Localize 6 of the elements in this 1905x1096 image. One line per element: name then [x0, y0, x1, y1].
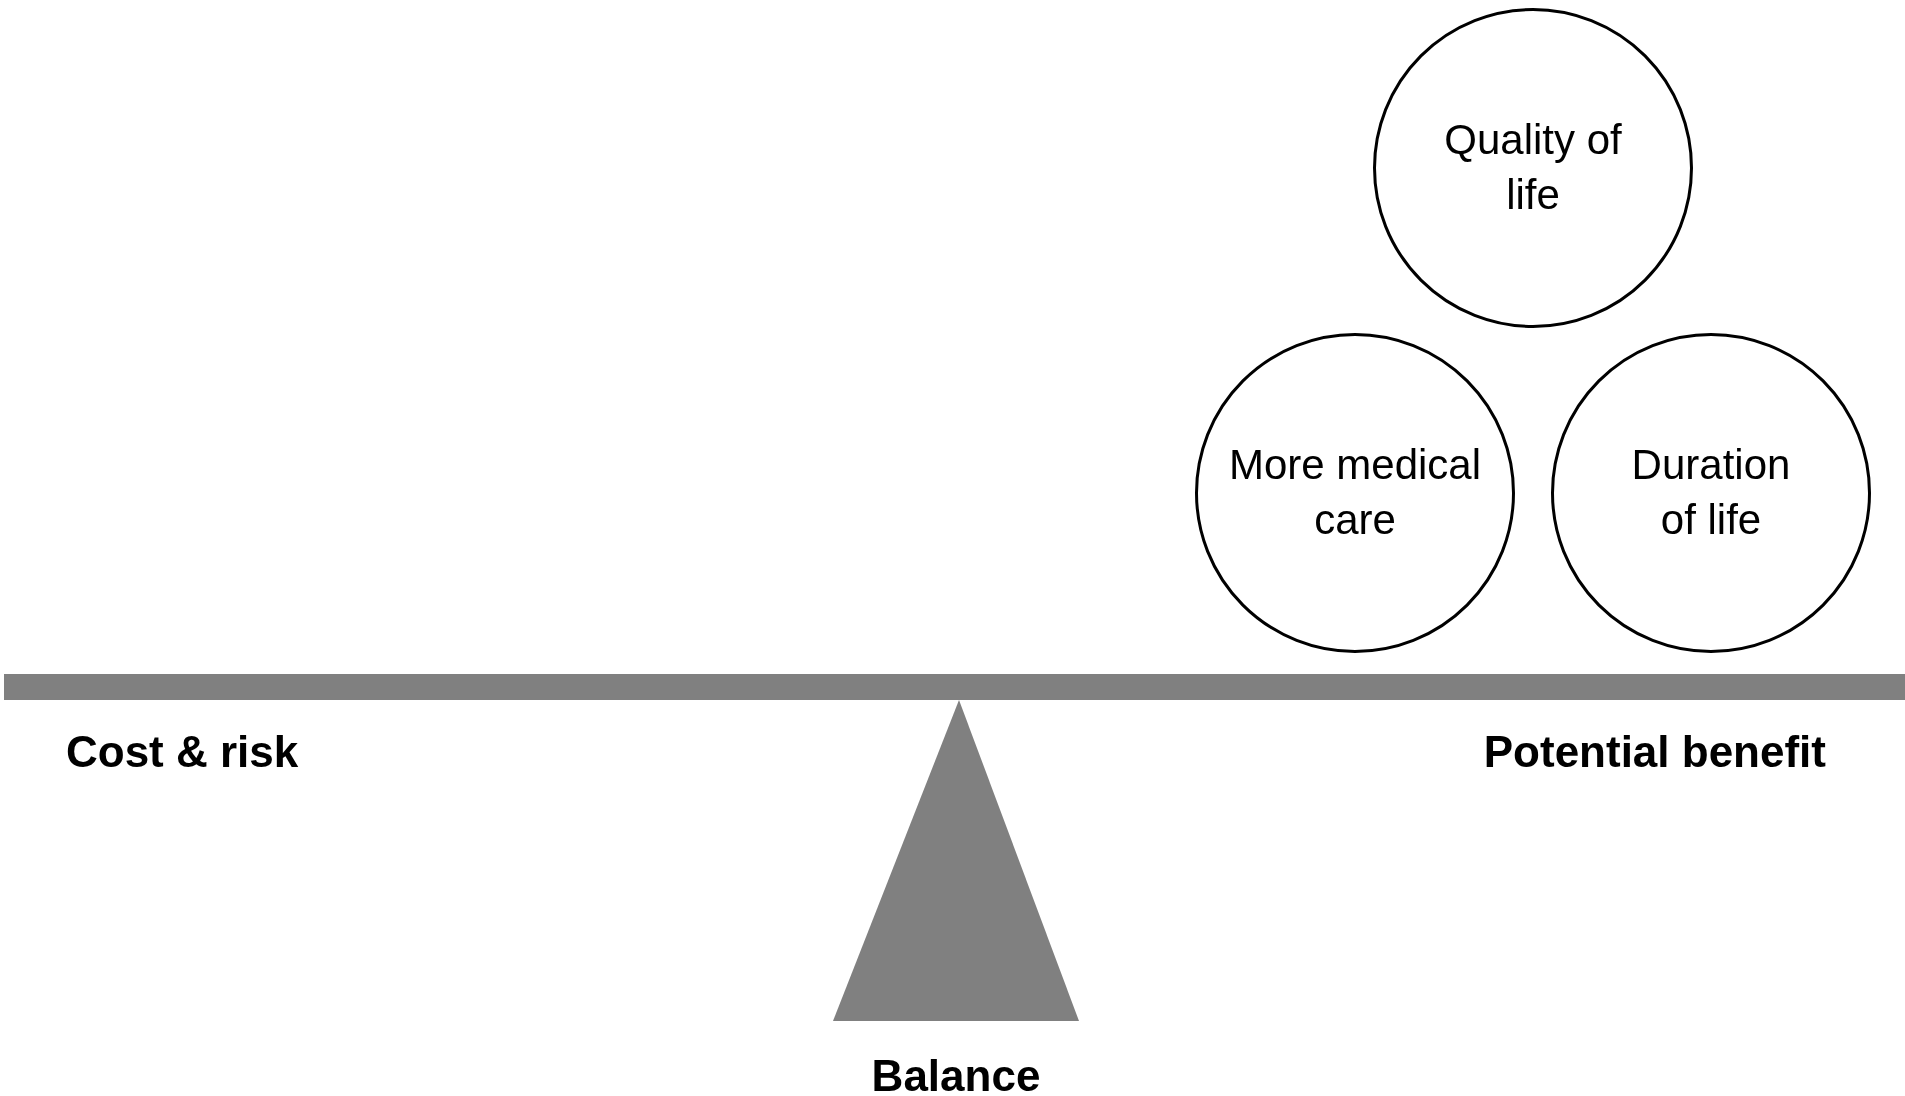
side-label: Cost & risk	[66, 727, 299, 777]
node-label: Duration of life	[1630, 440, 1792, 545]
side-label: Potential benefit	[1483, 727, 1826, 777]
node-label: Quality of life	[1443, 115, 1623, 220]
fulcrum-label: Balance	[871, 1051, 1041, 1096]
node-label: More medical care	[1227, 440, 1483, 545]
